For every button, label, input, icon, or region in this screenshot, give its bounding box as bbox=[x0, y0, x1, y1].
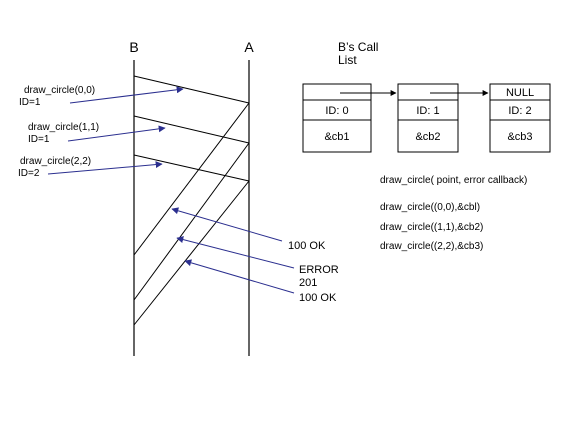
code-call-2: draw_circle((1,1),&cb2) bbox=[380, 222, 483, 233]
request-1-arrow bbox=[69, 86, 184, 104]
node-3-box bbox=[489, 83, 551, 153]
message-line-request-3 bbox=[133, 154, 250, 182]
message-line-response-2 bbox=[133, 142, 250, 301]
node-2-cb: &cb2 bbox=[415, 131, 440, 143]
message-line-response-1 bbox=[133, 102, 250, 256]
node-3-id: ID: 2 bbox=[508, 105, 531, 117]
call-list-title-line1: B’s Call bbox=[338, 40, 378, 54]
call-list-node-2: ID: 1 &cb2 bbox=[397, 83, 459, 153]
message-line-request-2 bbox=[133, 115, 250, 144]
node-3-top: NULL bbox=[506, 87, 534, 99]
response-2-label-line2: 201 bbox=[299, 277, 317, 289]
node-3-cb: &cb3 bbox=[507, 131, 532, 143]
request-1-id: ID=1 bbox=[19, 97, 41, 108]
response-3-label: 100 OK bbox=[299, 292, 337, 304]
code-call-3: draw_circle((2,2),&cb3) bbox=[380, 241, 483, 252]
response-3-arrow bbox=[184, 259, 295, 294]
node-2-box bbox=[397, 83, 459, 153]
request-2-call: draw_circle(1,1) bbox=[28, 122, 99, 133]
call-list-title-line2: List bbox=[338, 53, 357, 67]
lifeline-a-label: A bbox=[244, 39, 254, 55]
request-2-id: ID=1 bbox=[28, 134, 50, 145]
request-1-call: draw_circle(0,0) bbox=[24, 85, 95, 96]
response-2-arrow bbox=[176, 236, 295, 269]
response-1-arrow bbox=[171, 207, 283, 242]
request-3-call: draw_circle(2,2) bbox=[20, 156, 91, 167]
node-2-id: ID: 1 bbox=[416, 105, 439, 117]
lifeline-b-label: B bbox=[129, 39, 138, 55]
code-call-1: draw_circle((0,0),&cbl) bbox=[380, 202, 480, 213]
call-list-node-1: ID: 0 &cb1 bbox=[302, 83, 372, 153]
response-1-label: 100 OK bbox=[288, 240, 326, 252]
node-1-box bbox=[302, 83, 372, 153]
request-3-id: ID=2 bbox=[18, 168, 40, 179]
request-2-arrow bbox=[67, 125, 166, 142]
code-signature: draw_circle( point, error callback) bbox=[380, 175, 527, 186]
message-line-request-1 bbox=[133, 75, 250, 104]
message-line-response-3 bbox=[133, 180, 250, 326]
node-1-id: ID: 0 bbox=[325, 105, 348, 117]
call-list-node-3: NULL ID: 2 &cb3 bbox=[489, 83, 551, 153]
node-1-cb: &cb1 bbox=[324, 131, 349, 143]
response-2-label-line1: ERROR bbox=[299, 264, 339, 276]
request-3-arrow bbox=[47, 161, 163, 175]
